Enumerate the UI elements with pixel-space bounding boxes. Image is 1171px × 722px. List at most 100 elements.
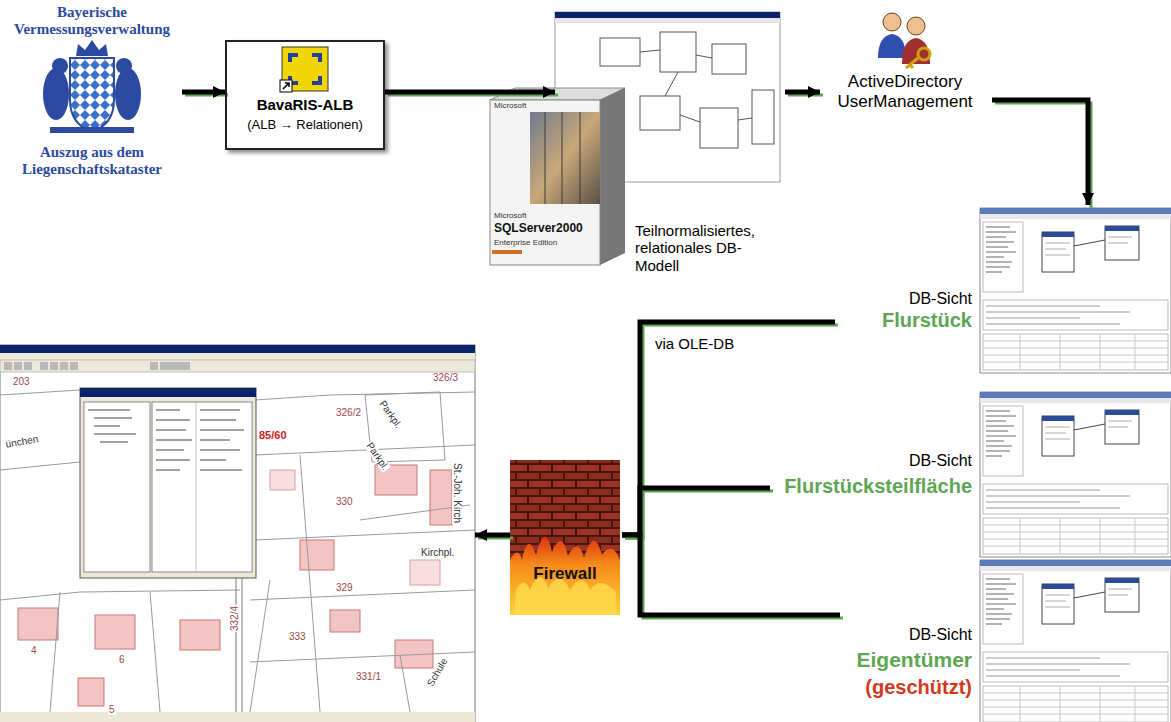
schema-screenshot-part-part (665, 72, 678, 96)
map-label: 5 (108, 705, 116, 715)
product-box-part-part (545, 112, 546, 204)
database-caption: Teilnormalisiertes, relationales DB-Mode… (635, 222, 780, 274)
map-window-part-part (60, 362, 68, 370)
map-window-part (88, 410, 244, 470)
vendor-name: Microsoft (494, 102, 526, 111)
authority-name: Bayerische Vermessungsverwaltung (4, 4, 180, 39)
map-label: Schule (425, 656, 450, 689)
protection-note: (geschützt) (840, 676, 972, 699)
schema-screenshot-part (555, 12, 780, 18)
map-window-part (80, 388, 256, 578)
authority-logo-part (115, 68, 141, 120)
map-window-part-part (200, 409, 240, 411)
map-window-part-part (100, 441, 128, 443)
map-window-part-part (200, 459, 226, 461)
users-key-icon-part (883, 13, 901, 31)
service-name: ActiveDirectory UserManagement (820, 72, 990, 111)
map-window-part (0, 353, 475, 360)
flow-connector (385, 92, 558, 95)
map-label: 331/1 (355, 672, 382, 682)
flow-connector (622, 488, 773, 538)
map-window-part-part (200, 429, 244, 431)
users-key-icon-part (878, 34, 906, 58)
users-key-icon-part (906, 58, 918, 68)
schema-screenshot-part-part (640, 96, 680, 130)
schema-screenshot-part-part (640, 50, 660, 52)
connector-label: via OLE-DB (652, 336, 737, 353)
map-window-part-part (95, 615, 135, 649)
map-window-part-part (88, 409, 130, 411)
product-edition: Enterprise Edition (494, 239, 557, 248)
product-box-part (530, 112, 600, 204)
view-name: Flurstücksteilfläche (770, 475, 972, 498)
map-label: 332/4 (230, 605, 240, 632)
map-label: Kirchpl. (420, 548, 455, 558)
map-window-part-part (40, 362, 48, 370)
schema-screenshot-part-part (600, 38, 640, 66)
users-key-icon-part (918, 48, 930, 60)
map-window-part-part (180, 620, 220, 650)
schema-screenshot-part-part (738, 118, 752, 120)
map-window-part-part (94, 425, 120, 427)
map-label: 326/2 (335, 408, 362, 418)
map-label: 85/60 (258, 430, 288, 441)
connector-line (182, 90, 225, 95)
map-window-part-part (400, 655, 410, 712)
map-window-part-part (50, 362, 58, 370)
map-window-part (4, 362, 190, 370)
map-label: 333 (288, 632, 307, 642)
product-box (490, 88, 625, 265)
program-icon-part (283, 83, 289, 89)
view-screenshot (980, 208, 1171, 373)
firewall-node: Firewall (510, 460, 622, 615)
db-view-node: DB-SichtFlurstück (835, 205, 1171, 385)
db-view-node: DB-SichtFlurstücksteilfläche (770, 390, 1171, 558)
map-window-part-part (410, 560, 440, 585)
map-window-part-part (160, 362, 190, 370)
view-name: Eigentümer (840, 648, 972, 672)
connector-line (475, 533, 510, 538)
schema-screenshot-part-part (700, 108, 738, 148)
map-window-part-part (200, 469, 242, 471)
program-note: (ALB → Relationen) (227, 118, 383, 133)
flow-connector (622, 535, 843, 618)
authority-logo (4, 4, 180, 186)
program-icon (225, 40, 385, 150)
connector-line (622, 488, 770, 535)
map-window-part-part (70, 362, 78, 370)
map-window-part-part (156, 439, 192, 441)
program-box: BavaRIS-ALB(ALB → Relationen) (225, 40, 385, 150)
map-window-part-part (300, 540, 334, 570)
connector-highlight (625, 538, 843, 618)
map-node: 203326/3326/2Parkpl.Parkpl.85/60ünchen33… (0, 345, 475, 722)
map-window-part-part (4, 362, 12, 370)
map-window-part-part (255, 530, 475, 540)
map-window-part-part (78, 678, 104, 706)
map-window-part (0, 360, 475, 372)
schema-screenshot-part-part (712, 44, 746, 74)
program-icon-part (282, 47, 328, 91)
connector-line (992, 100, 1088, 205)
authority-logo-part (52, 58, 68, 74)
connector-highlight (995, 103, 1091, 208)
view-name: Flurstück (835, 309, 972, 332)
connector-highlight (625, 491, 773, 538)
map-label: Parkpl. (364, 440, 391, 473)
map-window-part-part (270, 470, 295, 490)
map-window-part-part (236, 578, 237, 712)
program-icon-part (280, 80, 292, 92)
map-window-part (152, 402, 252, 572)
view-kind: DB-Sicht (835, 290, 972, 308)
map-window-part-part (156, 449, 184, 451)
map-window-part (0, 345, 475, 722)
flow-connector (475, 535, 513, 538)
view-screenshot (980, 392, 1171, 557)
users-key-icon-part (907, 17, 925, 35)
connector-line (785, 90, 820, 95)
map-window-part (80, 388, 256, 397)
view-screenshot (980, 560, 1171, 722)
product-box-part (492, 250, 522, 254)
map-window-part-part (200, 449, 240, 451)
map-label: 330 (335, 497, 354, 507)
